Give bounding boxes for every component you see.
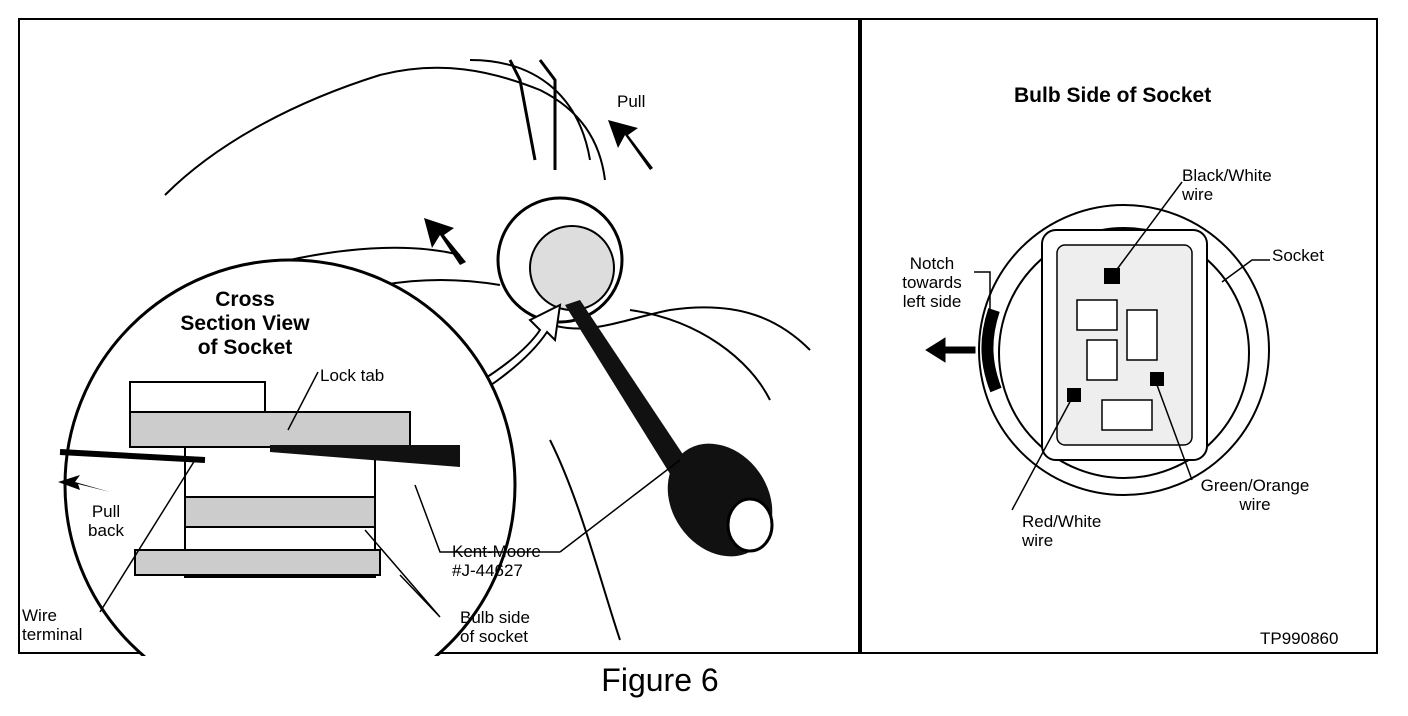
notch-line-2: towards	[902, 273, 962, 292]
wire-terminal-label: Wire terminal	[22, 606, 82, 644]
notch-line-3: left side	[902, 292, 962, 311]
terminal-black-white	[1104, 268, 1120, 284]
housing-inner	[1056, 244, 1193, 446]
inset-title-line-1: Cross	[215, 288, 275, 311]
notch	[981, 308, 1002, 393]
left-panel: Pull Cross Section View of Socket Lock t…	[18, 18, 860, 656]
red-white-line-2: wire	[1022, 531, 1054, 550]
pull-label: Pull	[617, 92, 646, 111]
bulb-side-label: Bulb side of socket	[460, 608, 530, 646]
removal-illustration	[58, 59, 811, 656]
kent-moore-label: Kent-Moore #J-44627	[452, 542, 541, 580]
pull-back-line-1: Pull	[91, 502, 121, 521]
section-top	[129, 381, 266, 413]
section-upper-hatch	[129, 411, 411, 448]
notch-line-1: Notch	[909, 254, 955, 273]
hand-outline	[164, 59, 606, 301]
pull-back-label: Pull back	[76, 502, 136, 540]
leader-black-white	[1111, 181, 1183, 277]
wire-terminal-line-1: Wire	[22, 606, 57, 625]
lock-tab-label: Lock tab	[320, 366, 385, 385]
notch-arrow	[925, 337, 976, 363]
wire-terminal-line-2: terminal	[22, 625, 83, 644]
section-lower-hatch	[184, 496, 376, 528]
pull-back-arrow	[58, 475, 110, 492]
black-white-line-1: Black/White	[1182, 166, 1272, 185]
bulb-wire-loop	[508, 59, 557, 170]
figure-caption: Figure 6	[601, 662, 719, 698]
notch-label: Notch towards left side	[890, 254, 974, 311]
green-orange-line-2: wire	[1239, 495, 1271, 514]
leader-green-orange	[1156, 384, 1193, 481]
green-orange-label: Green/Orange wire	[1180, 476, 1330, 514]
kent-moore-line-2: #J-44627	[452, 561, 523, 580]
kent-moore-line-1: Kent-Moore	[452, 542, 541, 561]
bulb-side-line-1: Bulb side	[460, 608, 530, 627]
inset-title: Cross Section View of Socket	[150, 288, 340, 360]
black-white-label: Black/White wire	[1182, 166, 1272, 204]
pull-arrow-lower	[424, 218, 466, 265]
leader-lock-tab	[287, 371, 319, 431]
wire-line	[59, 449, 206, 463]
socket-face-illustration	[925, 181, 1270, 511]
section-bottom-hatch	[134, 549, 381, 576]
leader-wire-terminal	[99, 459, 196, 613]
inset-title-line-2: Section View	[180, 312, 310, 335]
socket-face	[529, 225, 615, 311]
leader-red-white	[1011, 397, 1073, 511]
screwdriver-shaft	[565, 300, 700, 490]
right-panel: Bulb Side of Socket Black/White wire Soc…	[860, 18, 1378, 654]
contact-blocks	[1076, 299, 1158, 431]
tool-blade	[270, 445, 460, 467]
pull-arrow-upper	[608, 120, 653, 170]
leader-bulb-side	[364, 529, 441, 618]
reference-code: TP990860	[1260, 629, 1339, 648]
socket-label: Socket	[1272, 246, 1324, 265]
inset-title-line-3: of Socket	[197, 336, 293, 359]
red-white-line-1: Red/White	[1022, 512, 1102, 531]
bulb-side-line-2: of socket	[460, 627, 529, 646]
leader-kent-moore	[414, 459, 681, 553]
black-white-line-2: wire	[1182, 185, 1214, 204]
socket-title: Bulb Side of Socket	[1014, 84, 1212, 107]
green-orange-line-1: Green/Orange	[1200, 476, 1310, 495]
hand-lower	[539, 306, 811, 641]
screwdriver-end	[726, 497, 774, 553]
leader-socket	[1221, 259, 1270, 283]
red-white-label: Red/White wire	[1022, 512, 1101, 550]
pull-back-line-2: back	[88, 521, 124, 540]
terminal-red-white	[1067, 388, 1081, 402]
terminal-green-orange	[1150, 372, 1164, 386]
leader-notch	[974, 271, 991, 330]
